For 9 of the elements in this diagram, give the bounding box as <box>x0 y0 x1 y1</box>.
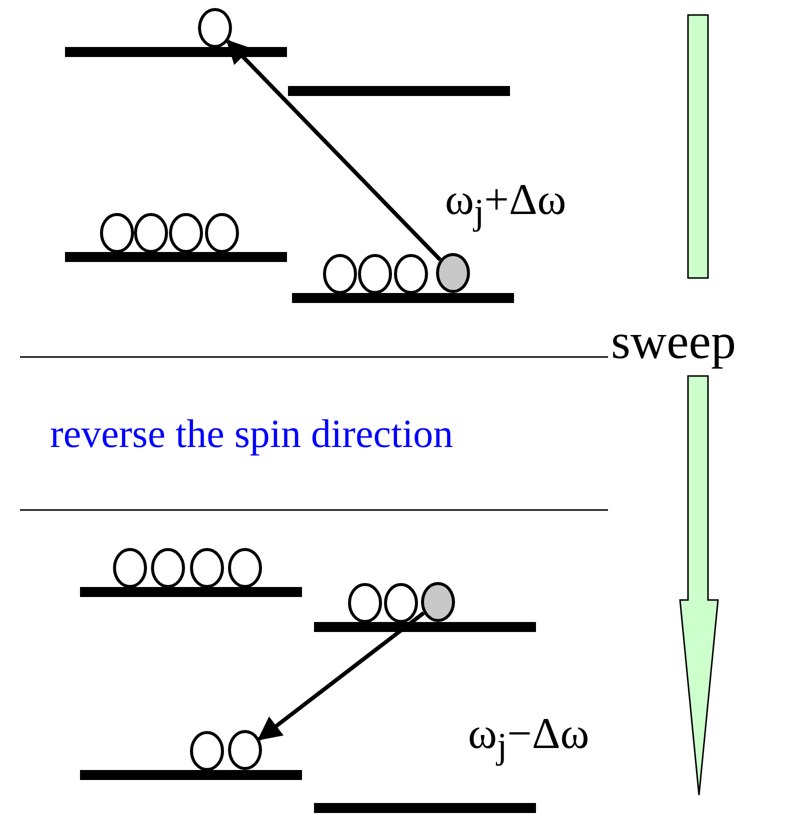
transition-note: reverse the spin direction <box>50 414 454 454</box>
arrow <box>257 611 425 741</box>
arrow <box>226 39 442 262</box>
frequency-label: ω$_{j}$−Δω <box>468 712 590 764</box>
particle-circle <box>436 253 470 293</box>
particle-circle <box>421 582 455 622</box>
frequency-label: ω$_{j}$+Δω <box>445 178 566 230</box>
particle-circle <box>228 730 262 770</box>
particle-circle <box>198 8 232 48</box>
